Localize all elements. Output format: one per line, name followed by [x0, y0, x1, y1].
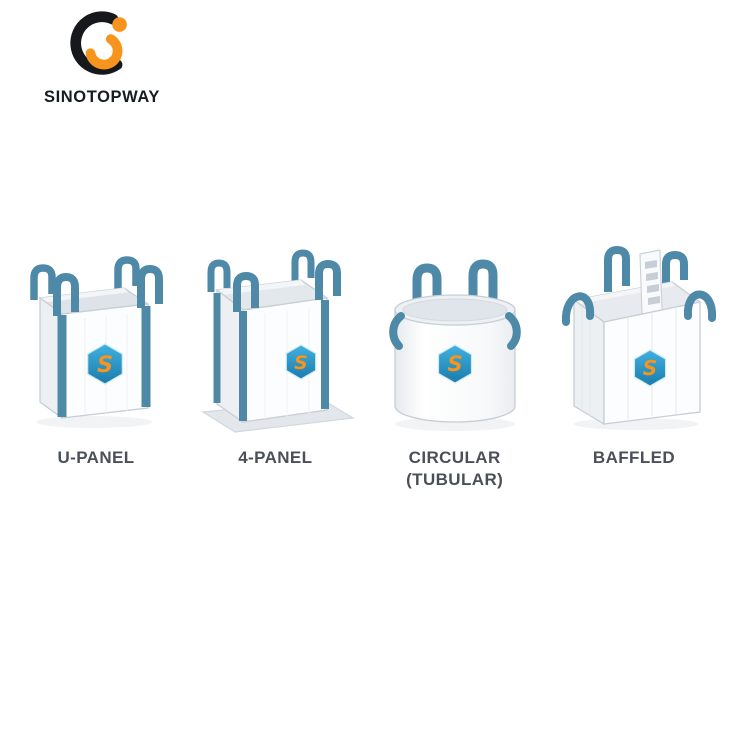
bag-column-circular: S CIRCULAR (TUBULAR) [369, 226, 541, 491]
bag-label-line2: (TUBULAR) [406, 470, 504, 490]
ground-shadow [36, 416, 152, 428]
corner-straps [213, 259, 342, 421]
bag-column-baffled: S BAFFLED [548, 226, 720, 491]
brand-badge: S [633, 349, 667, 387]
bag-column-u-panel: S U-PANEL [10, 226, 182, 491]
bag-label-line1: BAFFLED [592, 448, 676, 467]
brand-badge: S [437, 344, 472, 384]
brand-badge: S [87, 343, 123, 385]
top-lift-loops [412, 259, 498, 310]
back-lift-loops [207, 249, 315, 292]
baffled-bag-illustration: S [561, 245, 716, 430]
badge-letter: S [447, 352, 462, 376]
bag-label-line1: CIRCULAR [408, 448, 501, 467]
circular-bag-illustration: S [388, 259, 521, 431]
side-lift-loops [388, 312, 521, 350]
bag-column-4-panel: S 4-PANEL [189, 226, 361, 491]
baffle-vent-holes [644, 260, 660, 305]
brand-name: SINOTOPWAY [43, 88, 161, 106]
badge-letter: S [294, 352, 308, 374]
s-swirl-logo-icon [70, 11, 127, 75]
bag-label-line1: U-PANEL [57, 448, 135, 467]
four-panel-bag-illustration: S [201, 249, 356, 433]
bag-label-line1: 4-PANEL [238, 448, 313, 467]
internal-baffle [639, 249, 663, 315]
back-lift-loops [30, 256, 140, 300]
logo-dot [112, 17, 127, 32]
front-lift-loops [561, 290, 716, 326]
back-lift-loops [603, 245, 688, 292]
badge-letter: S [643, 356, 657, 380]
bag-type-label: U-PANEL [57, 447, 134, 469]
badge-letter: S [97, 353, 113, 378]
brand-block: SINOTOPWAY [32, 8, 172, 107]
u-panel-bag-illustration: S [30, 256, 163, 428]
bag-type-label: 4-PANEL [238, 447, 312, 469]
bag-type-label: BAFFLED [593, 447, 675, 469]
bag-type-label: CIRCULAR (TUBULAR) [406, 447, 503, 491]
bag-types-row: S U-PANEL [10, 226, 720, 491]
brand-badge: S [286, 344, 317, 380]
front-lift-loops [53, 264, 163, 417]
